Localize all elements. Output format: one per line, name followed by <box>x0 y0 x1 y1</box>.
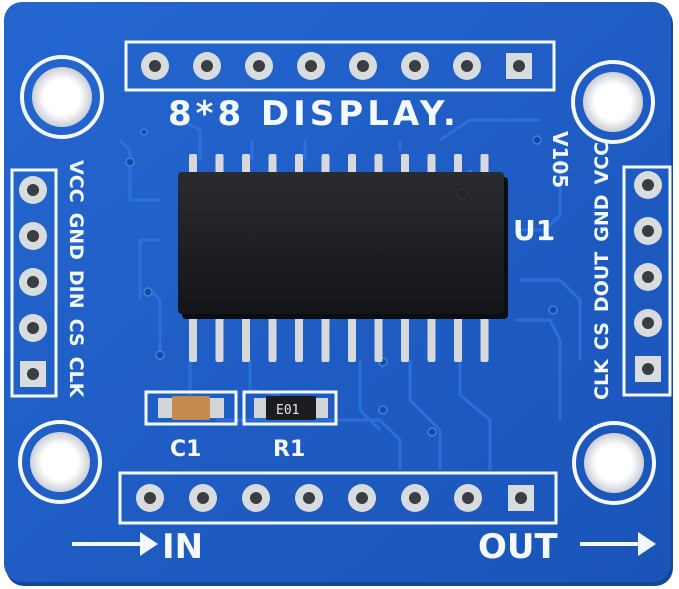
chip-leg <box>401 154 409 176</box>
chip-leg <box>242 154 250 176</box>
mounting-hole-bottom-right <box>572 421 656 505</box>
left-pin-label-row: VCC GND DIN CS CLK <box>65 160 87 399</box>
header-pad <box>401 52 429 80</box>
chip-leg <box>348 316 356 362</box>
out-label: OUT <box>478 527 559 567</box>
chip-leg <box>189 316 197 362</box>
in-label: IN <box>162 527 203 567</box>
chip-leg <box>268 154 277 176</box>
right-pin-label: DOUT <box>591 252 613 312</box>
header-pad <box>506 53 532 79</box>
header-pad <box>453 52 481 80</box>
side-pin-pad <box>19 268 47 296</box>
chip-leg <box>374 316 383 362</box>
side-pin-pad <box>634 217 662 245</box>
side-pin-pad <box>19 314 47 342</box>
capacitor-label: C1 <box>170 437 201 462</box>
chip-leg <box>454 154 462 176</box>
header-pad <box>193 52 221 80</box>
chip-leg <box>295 316 303 362</box>
left-pin-label: DIN <box>65 270 87 309</box>
resistor-marking: E01 <box>276 403 299 418</box>
chip-label: U1 <box>513 214 555 247</box>
chip-leg <box>268 316 277 362</box>
header-pad <box>242 484 270 512</box>
left-pin-label: CLK <box>65 357 87 399</box>
in-arrow <box>72 532 158 556</box>
right-pin-label-row: CLK CS DOUT GND VCC <box>591 142 613 400</box>
right-pin-labels: CLK CS DOUT GND VCC <box>591 142 613 400</box>
chip-leg <box>321 316 330 362</box>
header-pad <box>141 52 169 80</box>
chip-leg <box>321 154 330 176</box>
header-pad <box>454 484 482 512</box>
chip-leg <box>480 316 489 362</box>
top-pin-header <box>124 40 556 92</box>
header-pad <box>245 52 273 80</box>
chip-leg <box>401 316 409 362</box>
header-pad <box>401 484 429 512</box>
left-pin-labels: VCC GND DIN CS CLK <box>65 160 87 399</box>
chip-u1 <box>178 172 508 319</box>
side-pin-pad <box>635 356 661 382</box>
header-pad <box>295 484 323 512</box>
right-pin-label: CS <box>591 322 613 350</box>
header-pad <box>348 484 376 512</box>
side-pin-pad <box>634 309 662 337</box>
chip-leg <box>454 316 462 362</box>
side-pin-pad <box>20 361 46 387</box>
header-pad <box>297 52 325 80</box>
side-pin-pad <box>19 176 47 204</box>
left-pin-label: GND <box>65 213 87 260</box>
mounting-hole-top-left <box>20 55 104 139</box>
mounting-hole-bottom-left <box>18 420 102 504</box>
chip-pins <box>189 154 489 362</box>
resistor-label: R1 <box>273 437 305 462</box>
left-pin-header <box>10 168 58 398</box>
bottom-pin-header <box>118 471 558 525</box>
chip-leg <box>242 316 250 362</box>
right-pin-label: GND <box>591 195 613 242</box>
left-pin-label: VCC <box>65 160 87 203</box>
right-pin-header <box>622 165 672 397</box>
header-pad <box>136 484 164 512</box>
chip-leg <box>374 154 383 176</box>
side-pin-pad <box>634 263 662 291</box>
chip-leg <box>215 154 224 176</box>
right-pin-label: CLK <box>591 358 613 400</box>
resistor-r1 <box>242 390 338 426</box>
side-pin-pad <box>634 171 662 199</box>
chip-leg <box>427 316 436 362</box>
chip-leg <box>295 154 303 176</box>
chip-leg <box>348 154 356 176</box>
chip-leg <box>215 316 224 362</box>
chip-leg <box>480 154 489 176</box>
left-pin-label: CS <box>65 319 87 347</box>
mounting-hole-top-right <box>571 60 655 144</box>
header-pad <box>189 484 217 512</box>
side-pin-pad <box>19 222 47 250</box>
version-label: V105 <box>548 131 572 188</box>
chip-leg <box>189 154 197 176</box>
board-title: 8*8 DISPLAY. <box>168 94 460 134</box>
capacitor-c1 <box>144 390 238 426</box>
chip-leg <box>427 154 436 176</box>
header-pad <box>508 485 534 511</box>
header-pad <box>349 52 377 80</box>
right-pin-label: VCC <box>591 142 613 185</box>
out-arrow <box>580 532 656 556</box>
